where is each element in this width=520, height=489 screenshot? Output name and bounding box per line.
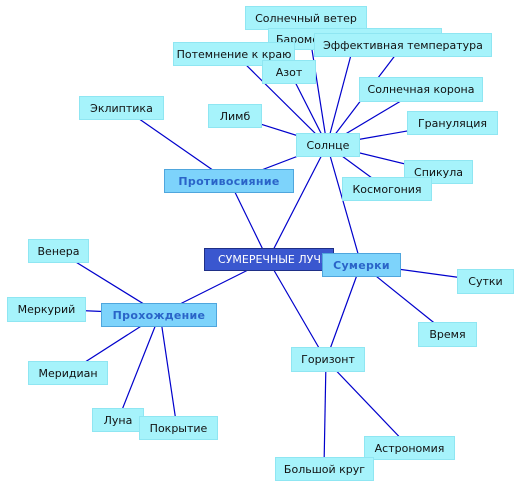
node-occultation[interactable]: Покрытие <box>139 416 218 440</box>
node-nitrogen[interactable]: Азот <box>262 60 316 84</box>
node-venus[interactable]: Венера <box>28 239 89 263</box>
node-twilight[interactable]: Сумерки <box>322 253 401 277</box>
node-time[interactable]: Время <box>418 322 477 347</box>
node-granulation[interactable]: Грануляция <box>407 111 498 135</box>
node-moon[interactable]: Луна <box>92 408 144 432</box>
node-astronomy[interactable]: Астрономия <box>364 436 455 460</box>
node-meridian[interactable]: Меридиан <box>28 361 108 385</box>
edge-twilight-sun <box>326 144 362 265</box>
edge-passage-moon <box>117 313 161 421</box>
edge-sun-barometric <box>326 39 356 146</box>
edge-horizon-great-circle <box>323 359 327 469</box>
node-sun[interactable]: Солнце <box>296 133 360 157</box>
node-solar-wind[interactable]: Солнечный ветер <box>245 6 367 30</box>
edge-horizon-astronomy <box>325 359 411 449</box>
edge-twilight-horizon <box>325 263 362 361</box>
node-root-twilight-rays[interactable]: СУМЕРЕЧНЫЕ ЛУЧИ <box>204 248 334 271</box>
edge-sun-limb-darkening <box>233 52 328 146</box>
node-ecliptic[interactable]: Эклиптика <box>79 96 164 120</box>
node-limb[interactable]: Лимб <box>208 104 262 128</box>
node-cosmogony[interactable]: Космогония <box>342 177 432 201</box>
node-limb-darkening[interactable]: Потемнение к краю <box>173 42 295 66</box>
edge-root-opposition <box>229 181 269 261</box>
node-passage[interactable]: Прохождение <box>101 303 217 327</box>
node-solar-corona[interactable]: Солнечная корона <box>359 77 483 102</box>
edge-sun-nitrogen <box>289 71 328 146</box>
node-mercury[interactable]: Меркурий <box>7 297 86 322</box>
edge-root-sun <box>267 144 328 261</box>
node-horizon[interactable]: Горизонт <box>291 347 365 372</box>
edge-passage-occultation <box>159 313 178 429</box>
node-day[interactable]: Сутки <box>457 269 514 294</box>
edge-root-horizon <box>267 259 327 361</box>
node-great-circle[interactable]: Большой круг <box>275 457 374 481</box>
node-opposition[interactable]: Противосияние <box>164 169 294 193</box>
node-effective-temperature[interactable]: Эффективная температура <box>314 33 492 57</box>
